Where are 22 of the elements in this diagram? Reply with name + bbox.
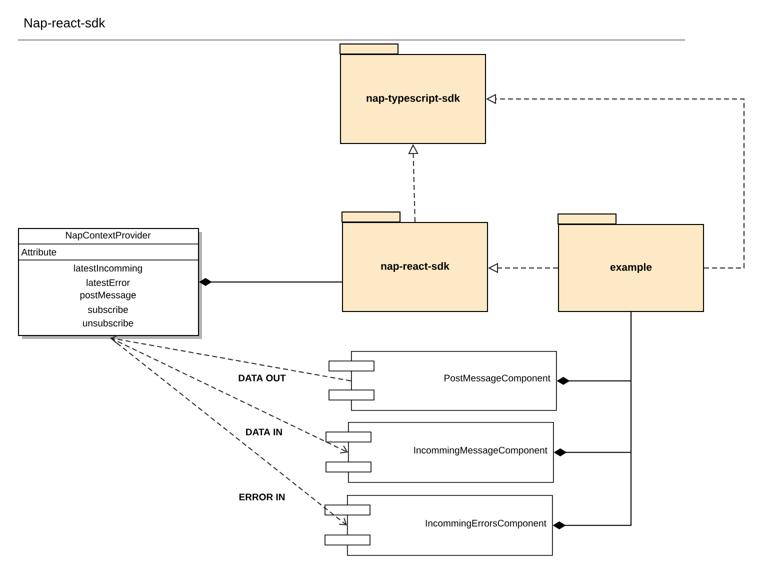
edge-label: DATA OUT [237, 374, 287, 382]
edge-label: ERROR IN [238, 492, 286, 502]
class-member: unsubscribe [83, 320, 134, 326]
class-member: NapContextProvider [66, 232, 151, 240]
component-box: IncommingMessageComponent [326, 422, 554, 483]
component-box: IncommingErrorsComponent [324, 495, 553, 556]
title: Nap-react-sdk [24, 18, 106, 30]
package-box: nap-typescript-sdk [340, 44, 486, 144]
class-box [18, 228, 202, 339]
arrow [110, 338, 348, 454]
edge-label: DATA IN [244, 428, 284, 436]
package-box: example [558, 214, 704, 312]
class-member: subscribe [88, 306, 128, 313]
component-box: PostMessageComponent [328, 351, 557, 411]
class-member: latestIncomming [74, 264, 142, 274]
class-member: latestError [86, 279, 130, 286]
class-member: postMessage [80, 292, 136, 300]
arrow [199, 278, 342, 286]
arrow [110, 338, 347, 526]
class-member: Attribute [21, 248, 56, 256]
package-box: nap-react-sdk [342, 212, 488, 312]
arrow [110, 334, 352, 382]
